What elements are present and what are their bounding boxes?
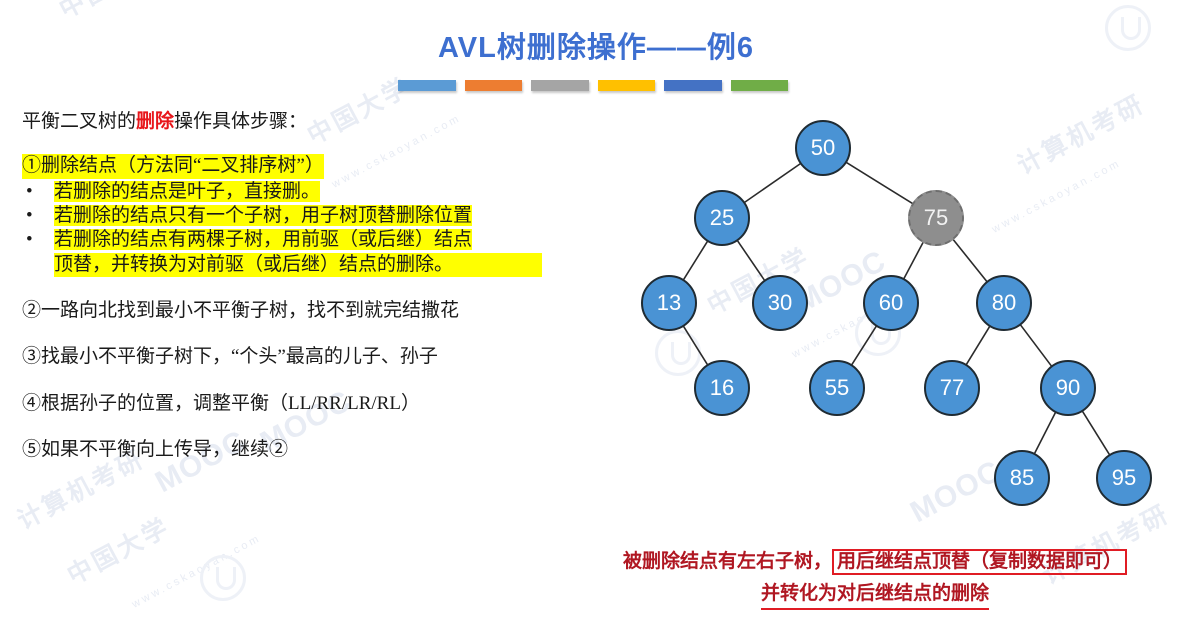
list-item: ④根据孙子的位置，调整平衡（LL/RR/LR/RL） [22,392,420,414]
tree-edge [743,162,802,204]
tree-edge [965,325,991,366]
tree-node-deleted[interactable]: 75 [908,190,964,246]
tree-edge [850,325,878,366]
bottom-note: 被删除结点有左右子树，用后继结点顶替（复制数据即可） 并转化为对后继结点的删除 [560,548,1190,611]
tree-edge [902,241,925,280]
bottom-note-prefix: 被删除结点有左右子树， [622,551,832,572]
list-item: ③找最小不平衡子树下，“个头”最高的儿子、孙子 [22,346,438,368]
tree-edge [736,239,766,282]
bullet-text: 若删除的结点只有一个子树，用子树顶替删除位置 [54,204,473,226]
watermark-mooc-text: MOOC [905,454,1007,530]
watermark-cn-text: 中国大学 [52,0,168,26]
watermark-url-text: www.cskaoyan.com [130,532,264,611]
lead-suffix: 操作具体步骤： [174,111,308,132]
lead-emphasis: 删除 [136,111,175,132]
tree-node[interactable]: 90 [1040,360,1096,416]
accent-bar-5 [664,80,722,91]
delete-case-bullet-list: • 若删除的结点是叶子，直接删。 • 若删除的结点只有一个子树，用子树顶替删除位… [22,180,542,277]
list-item: ②一路向北找到最小不平衡子树，找不到就完结撒花 [22,299,460,321]
accent-bar-1 [398,80,456,91]
bottom-note-line-2: 并转化为对后继结点的删除 [760,580,989,611]
bullet-marker: • [26,204,33,226]
tree-edge [1019,324,1053,367]
list-item: • 若删除的结点有两棵子树，用前驱（或后继）结点 顶替，并转换为对前驱（或后继）… [22,228,542,277]
watermark-cn-text: 中国大学 [62,512,175,591]
tree-node[interactable]: 25 [694,190,750,246]
watermark-logo-icon [200,555,246,601]
tree-node[interactable]: 16 [694,360,750,416]
bullet-text-continued: 顶替，并转换为对前驱（或后继）结点的删除。 [54,252,542,277]
tree-edge [682,240,709,281]
tree-node[interactable]: 95 [1096,450,1152,506]
bullet-text: 若删除的结点有两棵子树，用前驱（或后继）结点 [54,229,473,251]
tree-node[interactable]: 85 [994,450,1050,506]
watermark-logo-icon [655,330,701,376]
tree-node[interactable]: 30 [752,275,808,331]
tree-edge [1033,411,1057,455]
accent-bar-4 [597,80,655,91]
tree-edge [682,325,709,366]
tree-node[interactable]: 50 [795,120,851,176]
bottom-note-line-1: 被删除结点有左右子树，用后继结点顶替（复制数据即可） [560,548,1190,576]
watermark-brand-text: 计算机考研 [1012,89,1150,181]
accent-bar-2 [464,80,522,91]
tree-node[interactable]: 13 [641,275,697,331]
numbered-steps-list: ②一路向北找到最小不平衡子树，找不到就完结撒花 ③找最小不平衡子树下，“个头”最… [22,299,542,462]
list-item: • 若删除的结点是叶子，直接删。 [22,180,542,204]
tree-edge [952,238,988,283]
bottom-note-highlight-box: 用后继结点顶替（复制数据即可） [832,549,1128,575]
tree-edge [845,161,914,205]
step-1-heading: ①删除结点（方法同“二叉排序树”） [22,154,324,179]
lead-prefix: 平衡二叉树的 [22,111,137,132]
tree-node[interactable]: 80 [976,275,1032,331]
watermark-url-text: www.cskaoyan.com [990,157,1124,236]
bullet-marker: • [26,229,33,251]
accent-bar-3 [531,80,589,91]
list-item: • 若删除的结点只有一个子树，用子树顶替删除位置 [22,204,542,228]
lead-sentence: 平衡二叉树的删除操作具体步骤： [22,110,542,134]
title-accent-bars [398,80,788,92]
list-item: ⑤如果不平衡向上传导，继续② [22,438,289,460]
tree-node[interactable]: 55 [809,360,865,416]
page-title: AVL树删除操作——例6 [438,32,754,64]
accent-bar-6 [730,80,788,91]
bullet-marker: • [26,180,33,202]
tree-node[interactable]: 77 [924,360,980,416]
steps-text-block: 平衡二叉树的删除操作具体步骤： ①删除结点（方法同“二叉排序树”） • 若删除的… [22,110,542,484]
tree-edge [1081,410,1111,456]
bullet-text: 若删除的结点是叶子，直接删。 [54,180,321,202]
tree-node[interactable]: 60 [863,275,919,331]
